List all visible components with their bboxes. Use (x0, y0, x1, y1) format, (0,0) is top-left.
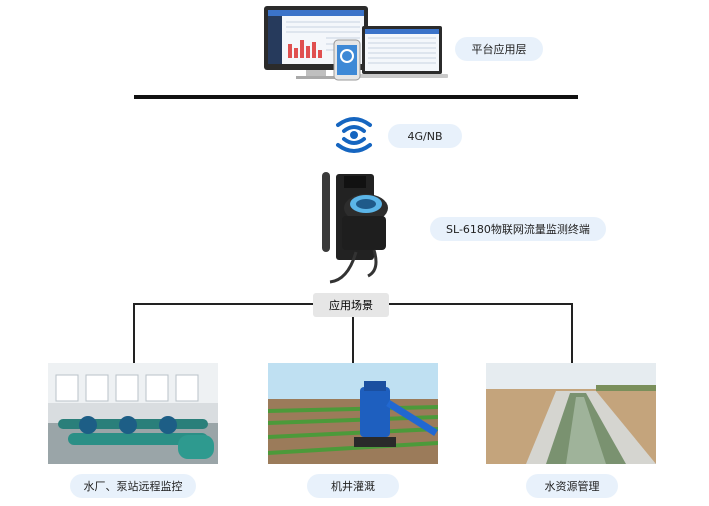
scenario-label-well-irrigation: 机井灌溉 (307, 474, 399, 498)
network-label: 4G/NB (388, 124, 462, 148)
water-channel-photo (486, 363, 656, 464)
scenarios-label-box: 应用场景 (313, 293, 389, 317)
scenario-label-pump-station: 水厂、泵站远程监控 (70, 474, 196, 498)
connector-center (352, 315, 354, 363)
connector-left (133, 303, 135, 363)
wireless-icon (333, 112, 375, 156)
pump-station-photo (48, 363, 218, 464)
platform-divider (134, 95, 578, 99)
flow-terminal-device-image (318, 170, 390, 288)
scenario-label-water-management: 水资源管理 (526, 474, 618, 498)
scenarios-label: 应用场景 (329, 299, 373, 312)
connector-right (571, 303, 573, 363)
platform-devices-illustration (262, 4, 452, 82)
platform-layer-label: 平台应用层 (455, 37, 543, 61)
well-irrigation-photo (268, 363, 438, 464)
terminal-label: SL-6180物联网流量监测终端 (430, 217, 606, 241)
